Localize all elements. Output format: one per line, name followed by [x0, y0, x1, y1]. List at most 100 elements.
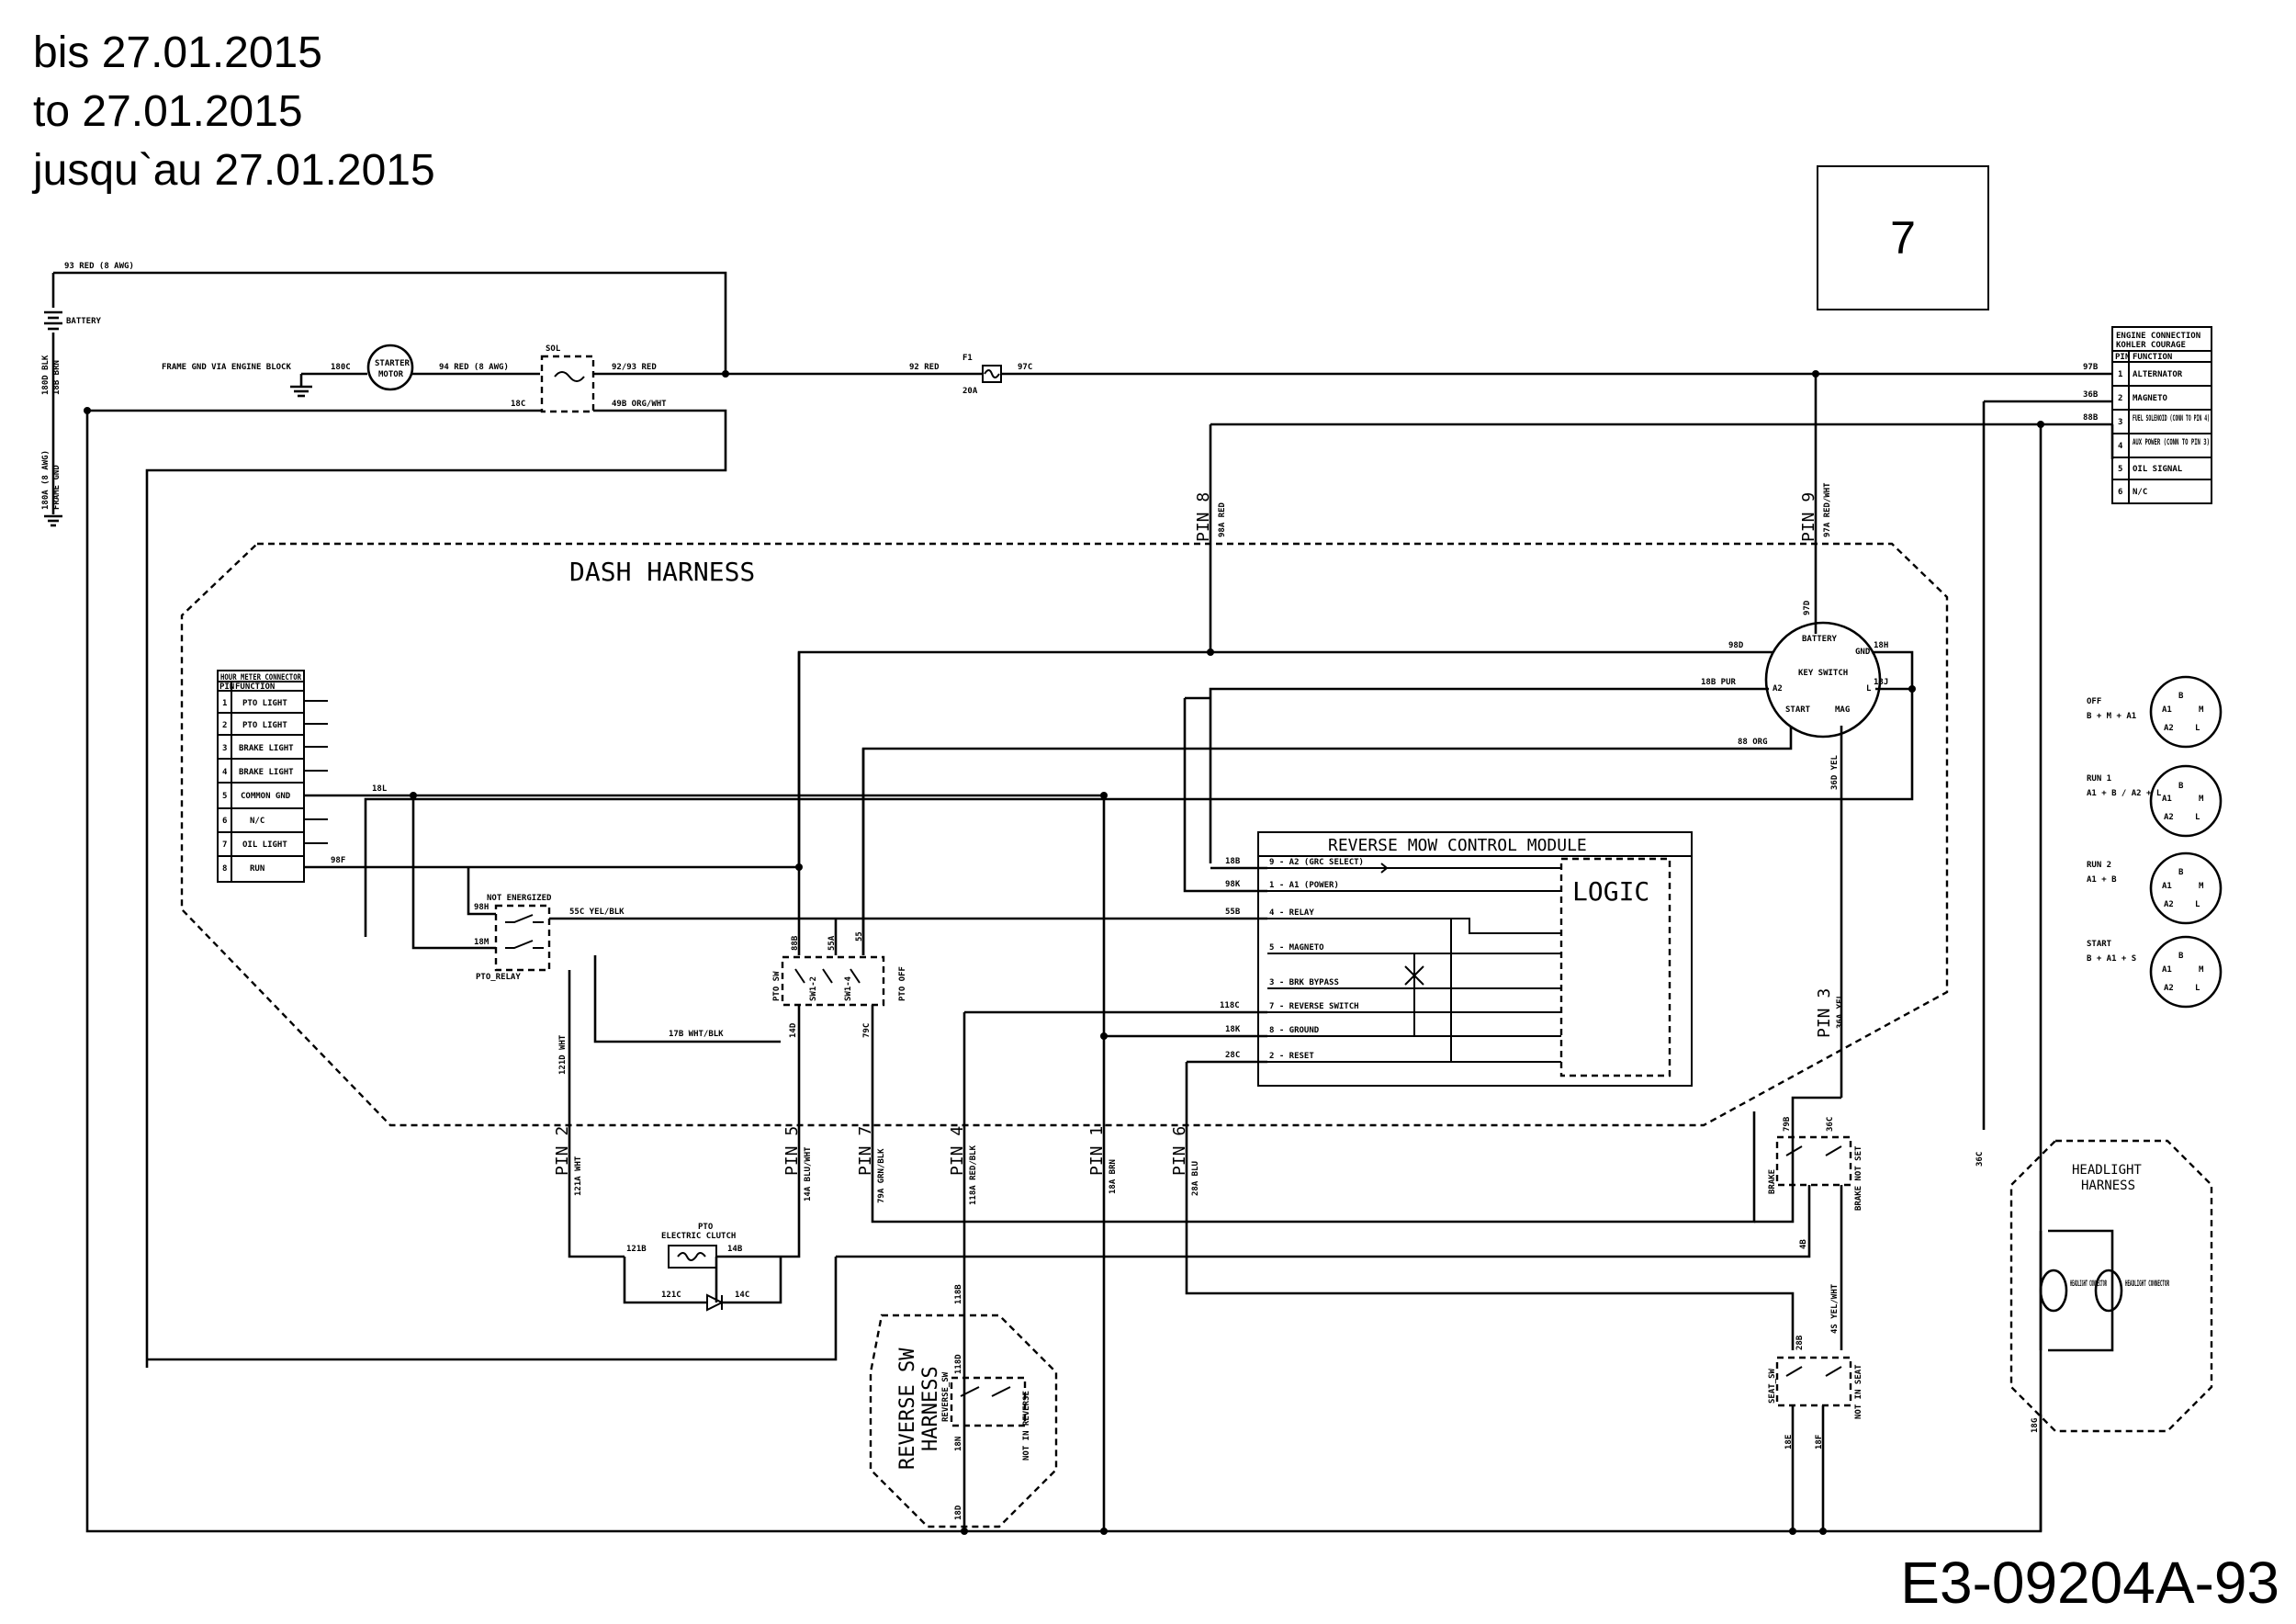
hour-meter-title: HOUR METER CONNECTOR	[220, 673, 301, 682]
wire-121c: 121C	[661, 1291, 681, 1300]
pto-relay-not-energized: NOT ENERGIZED	[487, 894, 552, 903]
key-a2-terminal: A2	[1773, 684, 1783, 694]
dash-upper-wires: PIN 8 98A RED PIN 9 97A RED/WHT 97D	[1194, 374, 1832, 652]
pin8-label: PIN 8	[1194, 492, 1213, 542]
reverse-sw-harness: REVERSE SW HARNESS REVERSE_SW NOT IN REV…	[869, 1284, 1058, 1528]
wire-18m: 18M	[474, 938, 490, 947]
wire-121a: 121A WHT	[574, 1156, 583, 1196]
hour-row-pin: 4	[222, 768, 228, 777]
svg-text:A1: A1	[2162, 705, 2172, 715]
wire-18b-pur: 18B PUR	[1701, 678, 1737, 687]
wire-98a-red: 98A RED	[1218, 502, 1227, 537]
wire-18c: 18C	[511, 400, 525, 409]
fuse-circuit: 92 RED F1 20A 97C	[726, 354, 2112, 396]
engine-row-pin: 6	[2118, 488, 2122, 497]
fuse-rating: 20A	[962, 387, 978, 396]
engine-col-function: FUNCTION	[2133, 353, 2172, 362]
wire-92-red: 92 RED	[909, 363, 940, 372]
frame-gnd-engine-label: FRAME GND VIA ENGINE BLOCK	[162, 363, 291, 372]
wire-17b: 17B WHT/BLK	[669, 1030, 724, 1039]
battery-ground-circuit: BATTERY 93 RED (8 AWG) 180D BLK 18B BRN …	[41, 262, 727, 527]
pin1-label: PIN 1	[1087, 1126, 1107, 1176]
module-pin-label: 4 - RELAY	[1269, 908, 1314, 918]
wire-18l: 18L	[372, 784, 388, 794]
pin6-label: PIN 6	[1170, 1126, 1189, 1176]
wire-18e: 18E	[1784, 1435, 1794, 1449]
wire-14a: 14A BLU/WHT	[804, 1146, 813, 1201]
module-pin-wire: 18K	[1225, 1025, 1241, 1034]
reverse-switch-label: REVERSE_SW	[941, 1371, 951, 1422]
svg-text:M: M	[2199, 965, 2204, 975]
wire-97d: 97D	[1803, 600, 1812, 615]
key-mag-terminal: MAG	[1835, 705, 1850, 715]
key-pos-name: RUN 1	[2087, 774, 2111, 784]
solenoid-label: SOL	[546, 344, 561, 354]
wire-98d: 98D	[1728, 641, 1744, 650]
headlight-label-2: HARNESS	[2081, 1179, 2135, 1193]
svg-text:A2: A2	[2164, 813, 2174, 822]
wire-4s: 4S YEL/WHT	[1830, 1283, 1840, 1334]
wire-18f: 18F	[1815, 1435, 1824, 1449]
headlight-connector-right: HEADLIGHT CONNECTOR	[2125, 1280, 2169, 1289]
seat-switch-label: SEAT_SW	[1768, 1368, 1777, 1404]
hour-row-pin: 1	[222, 699, 227, 708]
wire-55a: 55A	[827, 935, 837, 951]
engine-row-function: N/C	[2133, 488, 2147, 497]
engine-row-pin: 3	[2118, 418, 2122, 427]
key-switch-title: KEY SWITCH	[1798, 669, 1848, 678]
wire-98h: 98H	[474, 903, 489, 912]
hour-meter-connector: HOUR METER CONNECTOR PIN FUNCTION 1 PTO …	[217, 670, 1108, 1084]
wire-92-93-red: 92/93 RED	[612, 363, 657, 372]
pto-sw1-2: SW1-2	[809, 976, 818, 1001]
module-pin-label: 7 - REVERSE SWITCH	[1269, 1002, 1359, 1011]
brake-switch: BRAKE BRAKE NOT SET 79B 36C 4B	[836, 1096, 1863, 1350]
pin4-label: PIN 4	[948, 1126, 967, 1176]
pto-relay: NOT ENERGIZED PTO_RELAY 98H 18M 55C YEL/…	[411, 795, 1267, 1258]
svg-text:B: B	[2178, 952, 2184, 961]
hour-row-function: BRAKE LIGHT	[239, 768, 294, 777]
wire-118a: 118A RED/BLK	[969, 1145, 978, 1205]
hour-row-pin: 8	[222, 864, 227, 874]
wire-88b: 88B	[2083, 413, 2099, 423]
seat-state-label: NOT IN SEAT	[1854, 1364, 1863, 1419]
pin5-label: PIN 5	[782, 1126, 802, 1176]
wire-frame-gnd: FRAME GND	[52, 465, 62, 510]
harness-pin-wires: PIN 2 121A WHT PIN 5 14A BLU/WHT PIN 7 7…	[553, 988, 1845, 1535]
module-title: REVERSE MOW CONTROL MODULE	[1328, 836, 1587, 855]
module-pin-wire: 98K	[1225, 880, 1241, 889]
engine-row-function: ALTERNATOR	[2133, 370, 2183, 379]
key-l-terminal: L	[1866, 684, 1872, 694]
wire-18g: 18G	[2031, 1418, 2040, 1433]
key-pos-conn: A1 + B	[2087, 875, 2117, 885]
key-pos-name: OFF	[2087, 697, 2101, 706]
engine-row-function: FUEL SOLENOID (CONN TO PIN 4)	[2133, 414, 2210, 423]
battery-label: BATTERY	[66, 317, 102, 326]
key-pos-conn: B + A1 + S	[2087, 954, 2136, 964]
clutch-title-b: ELECTRIC CLUTCH	[661, 1232, 736, 1241]
svg-text:A1: A1	[2162, 795, 2172, 804]
wire-18j: 18J	[1874, 678, 1888, 687]
pto-switch: 88B 55A 55 PTO SW SW1-2 SW1-4 PTO OFF 14…	[716, 652, 1756, 1258]
hour-col-pin: PIN	[219, 682, 234, 692]
starter-label-1: STARTER	[375, 359, 411, 368]
not-in-reverse-label: NOT IN REVERSE	[1022, 1391, 1031, 1460]
key-start-terminal: START	[1785, 705, 1811, 715]
header-line-en: to 27.01.2015	[33, 87, 303, 136]
dash-harness-label: DASH HARNESS	[569, 557, 755, 587]
pto-sw1-4: SW1-4	[844, 976, 853, 1001]
reverse-harness-label-1: REVERSE SW	[896, 1348, 919, 1470]
solenoid-symbol	[540, 355, 595, 413]
starter-circuit: FRAME GND VIA ENGINE BLOCK 180C STARTER …	[84, 344, 2112, 1533]
wire-94-red: 94 RED (8 AWG)	[439, 363, 509, 372]
key-pos-name: RUN 2	[2087, 861, 2111, 870]
hour-row-function: PTO LIGHT	[242, 699, 287, 708]
svg-text:B: B	[2178, 692, 2184, 701]
svg-text:M: M	[2199, 795, 2204, 804]
module-logic-label: LOGIC	[1572, 876, 1649, 907]
module-pin-wire: 18B	[1225, 857, 1241, 866]
engine-row-pin: 5	[2118, 465, 2122, 474]
document-number: E3-09204A-93	[1900, 1550, 2279, 1616]
seat-switch: SEAT_SW NOT IN SEAT 28B 4S YEL/WHT 18E 1…	[1768, 1283, 1863, 1535]
pto-sw-label: PTO SW	[772, 971, 782, 1001]
hour-row-function: PTO LIGHT	[242, 721, 287, 730]
